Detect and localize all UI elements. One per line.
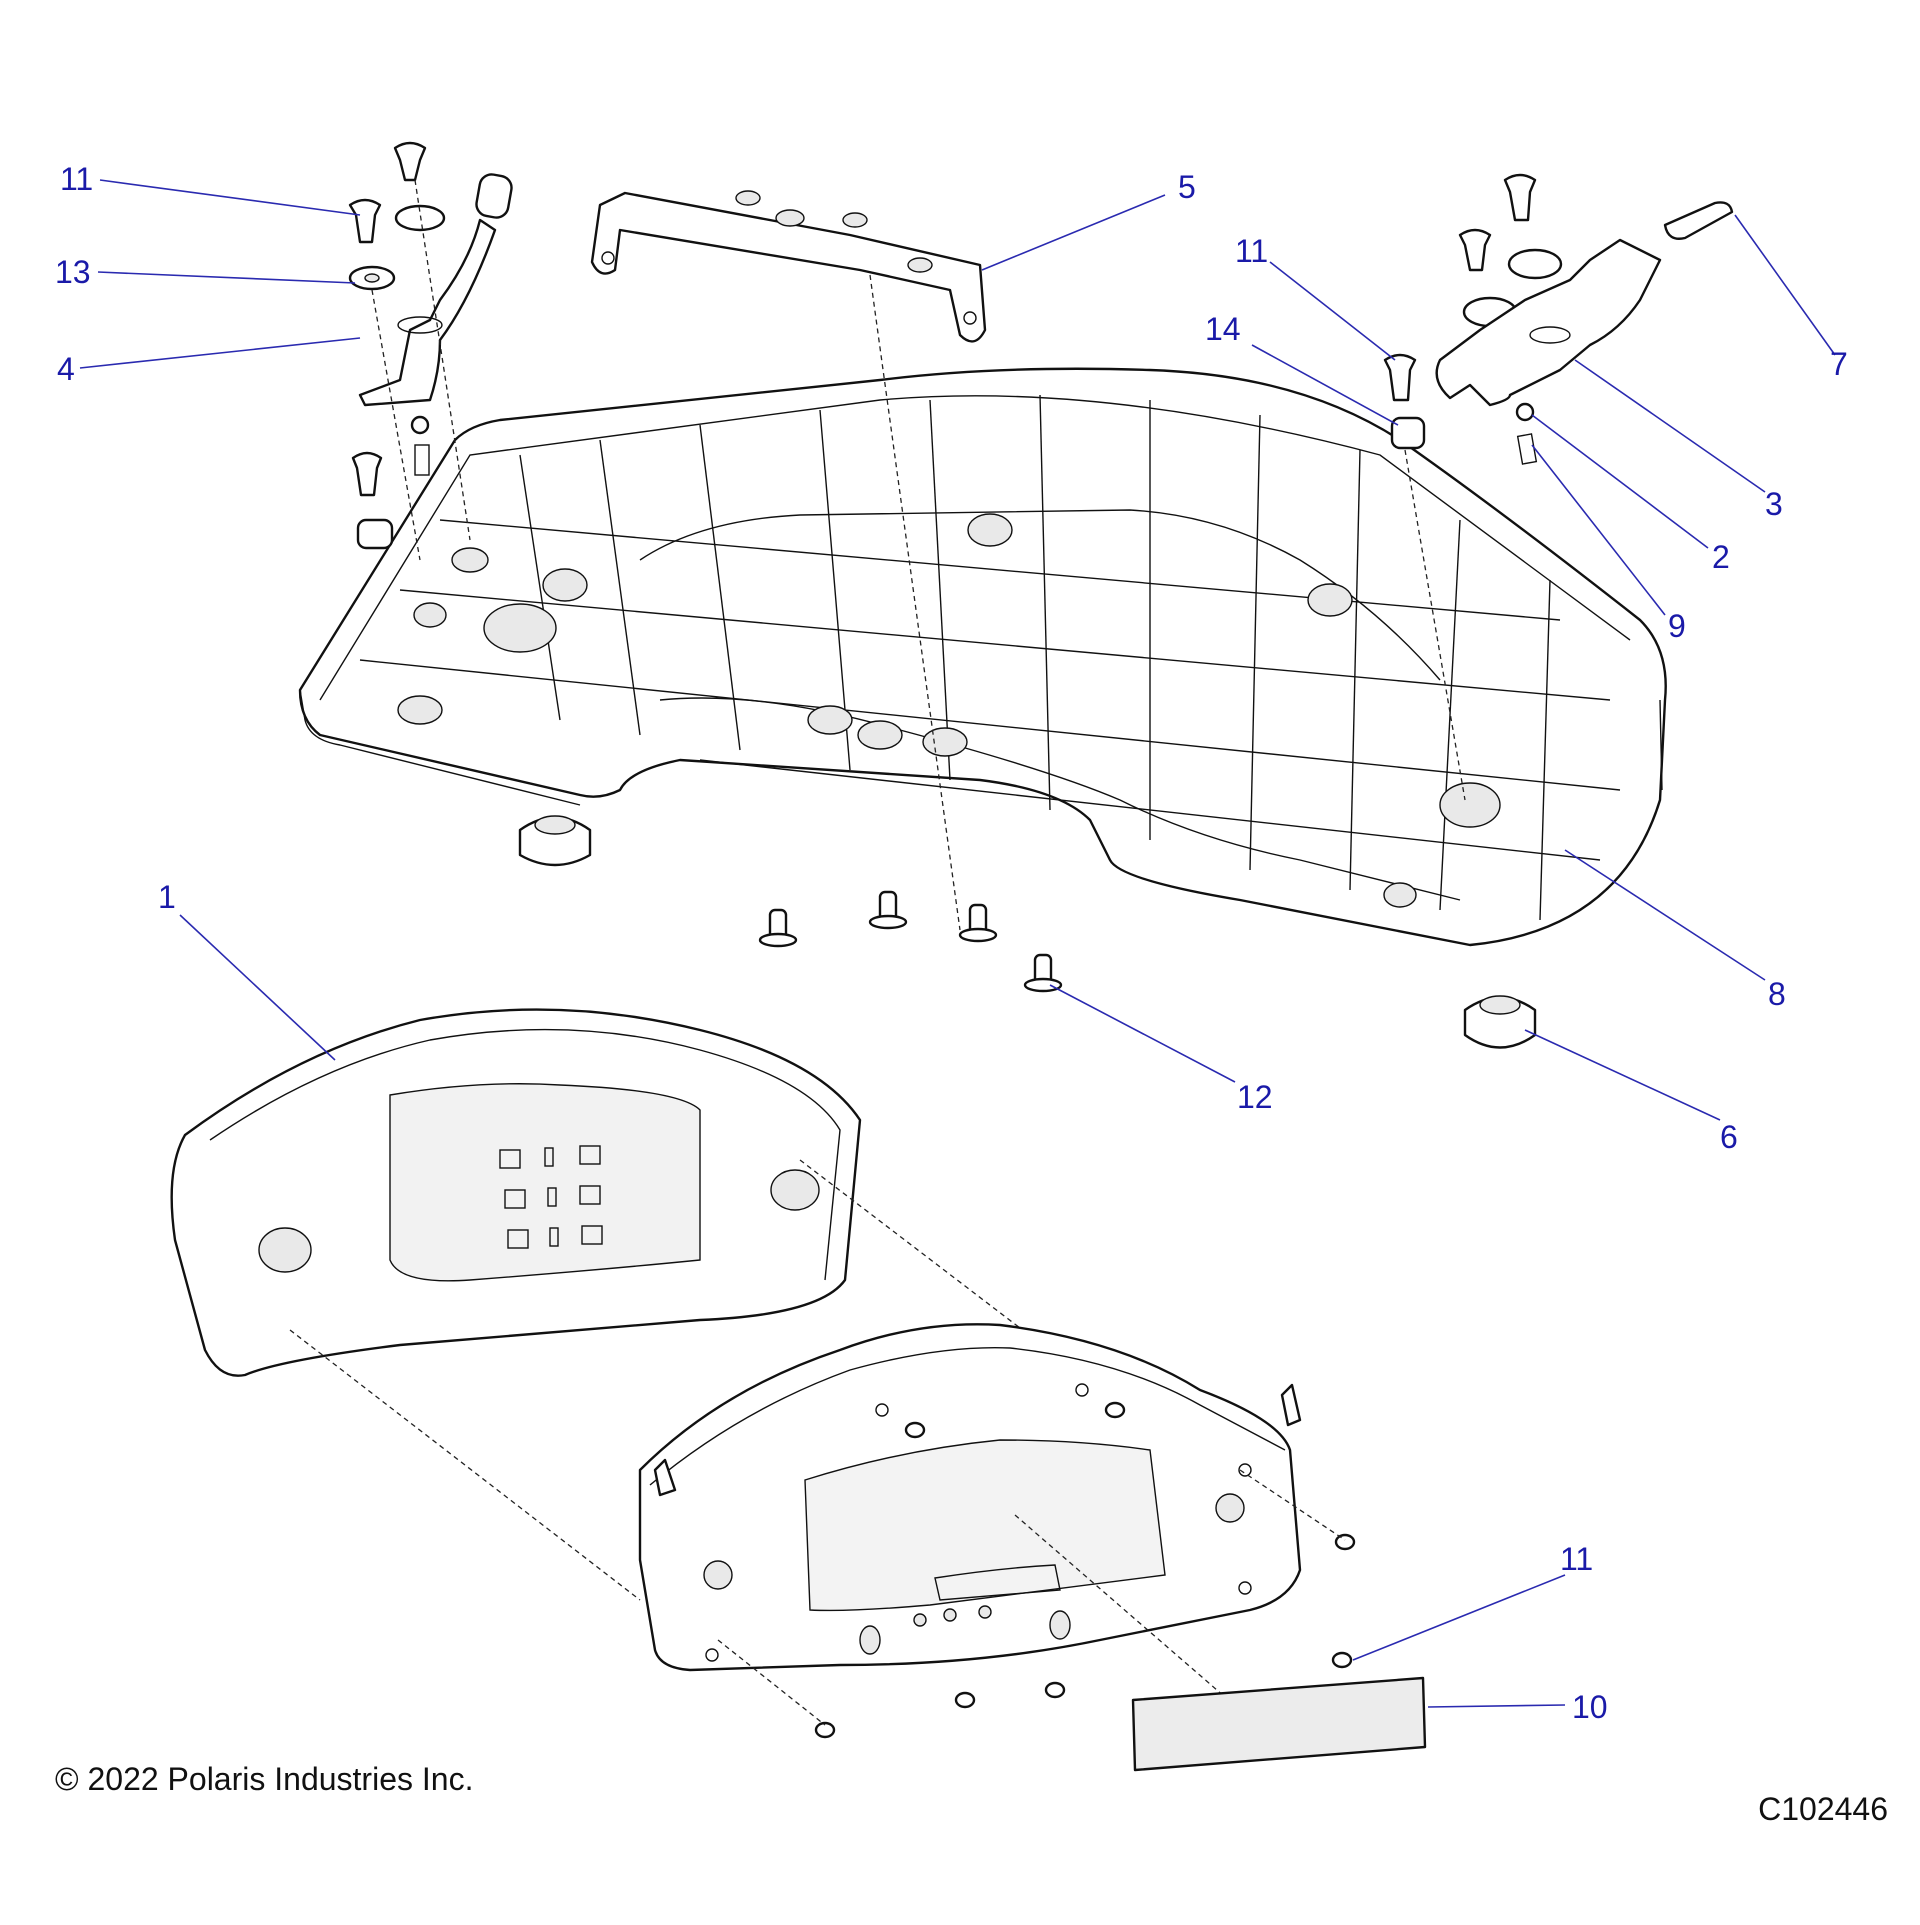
callout-8: 8 bbox=[1768, 976, 1786, 1012]
callout-6: 6 bbox=[1720, 1119, 1738, 1155]
leader-lines bbox=[79, 179, 1836, 1708]
grommet bbox=[1463, 995, 1537, 1049]
callout-11: 11 bbox=[1235, 233, 1268, 269]
callout-14: 14 bbox=[1205, 311, 1241, 347]
callout-7: 7 bbox=[1830, 346, 1848, 382]
drawing-id: C102446 bbox=[1758, 1791, 1888, 1827]
callout-11: 11 bbox=[60, 161, 93, 197]
instrument-tray bbox=[298, 367, 1667, 947]
callout-13: 13 bbox=[55, 254, 91, 290]
callout-3: 3 bbox=[1765, 486, 1783, 522]
callout-12: 12 bbox=[1237, 1079, 1273, 1115]
decal-label bbox=[1131, 1676, 1427, 1772]
bracket-alignment-line bbox=[869, 274, 961, 931]
callouts: 11 13 4 5 11 14 7 3 2 9 8 1 12 6 11 10 bbox=[55, 161, 1848, 1725]
instrument-housing bbox=[638, 1323, 1302, 1711]
copyright-text: © 2022 Polaris Industries Inc. bbox=[55, 1761, 473, 1797]
mounting-bracket bbox=[590, 190, 987, 343]
push-rivets bbox=[758, 890, 1063, 993]
callout-4: 4 bbox=[57, 351, 75, 387]
callout-10: 10 bbox=[1572, 1689, 1608, 1725]
housing-screws bbox=[717, 1401, 1356, 1739]
left-latch-assembly bbox=[348, 141, 513, 561]
callout-11: 11 bbox=[1560, 1541, 1593, 1577]
right-latch-assembly bbox=[1383, 173, 1734, 801]
callout-9: 9 bbox=[1668, 608, 1686, 644]
callout-2: 2 bbox=[1712, 539, 1730, 575]
callout-5: 5 bbox=[1178, 169, 1196, 205]
instrument-cover bbox=[170, 1008, 1076, 1601]
grommet bbox=[518, 815, 592, 867]
callout-1: 1 bbox=[158, 879, 176, 915]
